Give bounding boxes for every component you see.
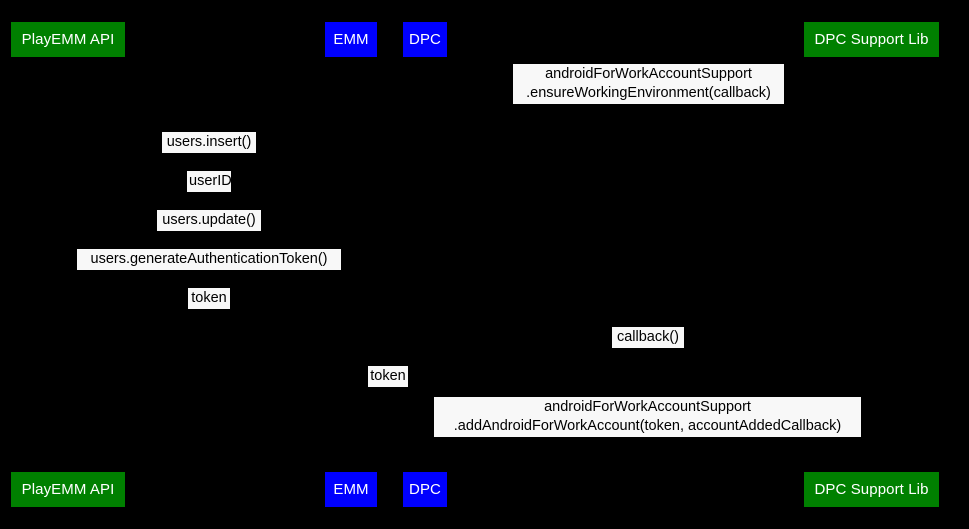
participant-label: DPC (409, 481, 441, 498)
participant-label: DPC (409, 31, 441, 48)
participant-label: EMM (333, 481, 369, 498)
participant-header-emm[interactable]: EMM (325, 22, 377, 57)
participant-header-dpc[interactable]: DPC (403, 22, 447, 57)
participant-footer-playemm-api[interactable]: PlayEMM API (11, 472, 125, 507)
participant-footer-dpc[interactable]: DPC (403, 472, 447, 507)
message-label-add-android-for-work-account: androidForWorkAccountSupport .addAndroid… (434, 397, 861, 437)
participant-label: DPC Support Lib (814, 481, 929, 498)
participant-header-dpc-support-lib[interactable]: DPC Support Lib (804, 22, 939, 57)
participant-footer-dpc-support-lib[interactable]: DPC Support Lib (804, 472, 939, 507)
message-label-ensure-working-environment: androidForWorkAccountSupport .ensureWork… (513, 64, 784, 104)
participant-header-playemm-api[interactable]: PlayEMM API (11, 22, 125, 57)
message-label-users-update: users.update() (157, 210, 261, 231)
message-text: token (191, 290, 227, 306)
message-text: userID (189, 173, 232, 189)
message-text: androidForWorkAccountSupport .addAndroid… (453, 399, 842, 434)
message-label-users-insert: users.insert() (162, 132, 256, 153)
message-text: androidForWorkAccountSupport .ensureWork… (526, 66, 771, 101)
message-text: callback() (616, 329, 680, 345)
message-text: token (370, 368, 406, 384)
participant-label: DPC Support Lib (814, 31, 929, 48)
message-text: users.update() (162, 212, 256, 228)
message-text: users.generateAuthenticationToken() (90, 251, 328, 267)
participant-label: PlayEMM API (21, 481, 115, 498)
message-label-token-upper: token (188, 288, 230, 309)
message-label-token-lower: token (368, 366, 408, 387)
message-text: users.insert() (166, 134, 252, 150)
participant-label: PlayEMM API (21, 31, 115, 48)
message-label-callback: callback() (612, 327, 684, 348)
participant-footer-emm[interactable]: EMM (325, 472, 377, 507)
participant-label: EMM (333, 31, 369, 48)
message-label-userid: userID (187, 171, 232, 192)
message-label-generate-authentication-token: users.generateAuthenticationToken() (77, 249, 341, 270)
